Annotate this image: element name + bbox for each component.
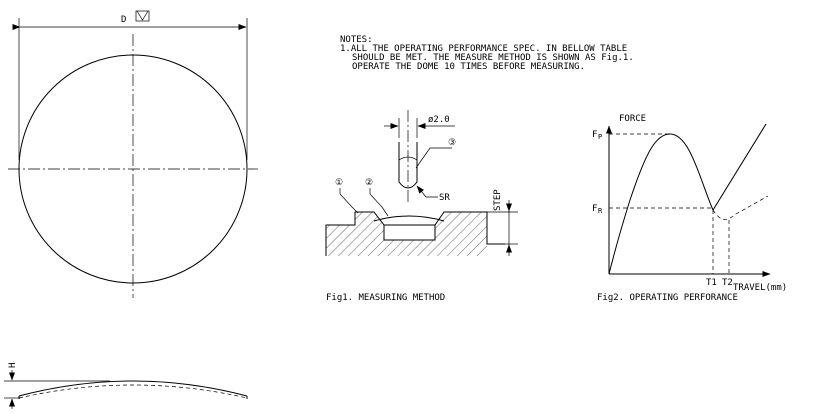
force-curve xyxy=(608,123,767,275)
svg-text:F: F xyxy=(592,130,597,140)
side-view: H xyxy=(4,363,248,409)
fr-label: F R xyxy=(592,204,603,215)
notes-line-1: 1.ALL THE OPERATING PERFORMANCE SPEC. IN… xyxy=(340,44,627,54)
surface-finish-icon xyxy=(135,10,150,22)
cavity xyxy=(383,224,436,241)
svg-text:R: R xyxy=(598,207,603,215)
t2-label: T2 xyxy=(722,278,733,288)
return-curve xyxy=(712,195,769,220)
callout-1: ① xyxy=(335,178,343,188)
svg-text:F: F xyxy=(592,204,597,214)
callout-2: ② xyxy=(365,178,373,188)
fp-label: F P xyxy=(592,130,602,141)
diameter-label: D xyxy=(121,15,126,25)
notes-line-2: SHOULD BE MET. THE MEASURE METHOD IS SHO… xyxy=(352,53,634,63)
x-axis-label: TRAVEL(mm) xyxy=(733,283,787,293)
sr-leader xyxy=(416,185,438,198)
callout-1-leader xyxy=(339,188,359,214)
notes-block: NOTES: 1.ALL THE OPERATING PERFORMANCE S… xyxy=(340,35,634,72)
dome-side-top xyxy=(18,380,248,397)
y-axis-label: FORCE xyxy=(619,114,646,124)
probe xyxy=(398,142,418,189)
height-label: H xyxy=(8,363,18,368)
dome-profile xyxy=(373,215,445,222)
sr-label: SR xyxy=(439,193,450,203)
callout-3: ③ xyxy=(448,138,456,148)
dome-side-bottom xyxy=(18,384,248,399)
base-hatch xyxy=(326,212,487,256)
fig1-measuring-method: ø2.0 SR ① ② ③ STEP Fig1. MEASURING METHO… xyxy=(325,110,518,303)
fig1-caption: Fig1. MEASURING METHOD xyxy=(326,293,445,303)
top-view: D xyxy=(8,10,258,298)
t1-label: T1 xyxy=(706,278,717,288)
step-label: STEP xyxy=(493,189,503,211)
fig2-caption: Fig2. OPERATING PERFORANCE xyxy=(597,293,738,303)
callout-2-leader xyxy=(369,188,389,217)
fig2-operating-performance: FORCE TRAVEL(mm) F P F R T1 T2 Fig2. OPE… xyxy=(592,114,787,303)
notes-title: NOTES: xyxy=(340,35,373,45)
svg-text:P: P xyxy=(598,133,602,141)
notes-line-3: OPERATE THE DOME 10 TIMES BEFORE MEASURI… xyxy=(352,62,585,72)
probe-diameter-label: ø2.0 xyxy=(428,115,450,125)
callout-3-leader xyxy=(415,147,452,169)
